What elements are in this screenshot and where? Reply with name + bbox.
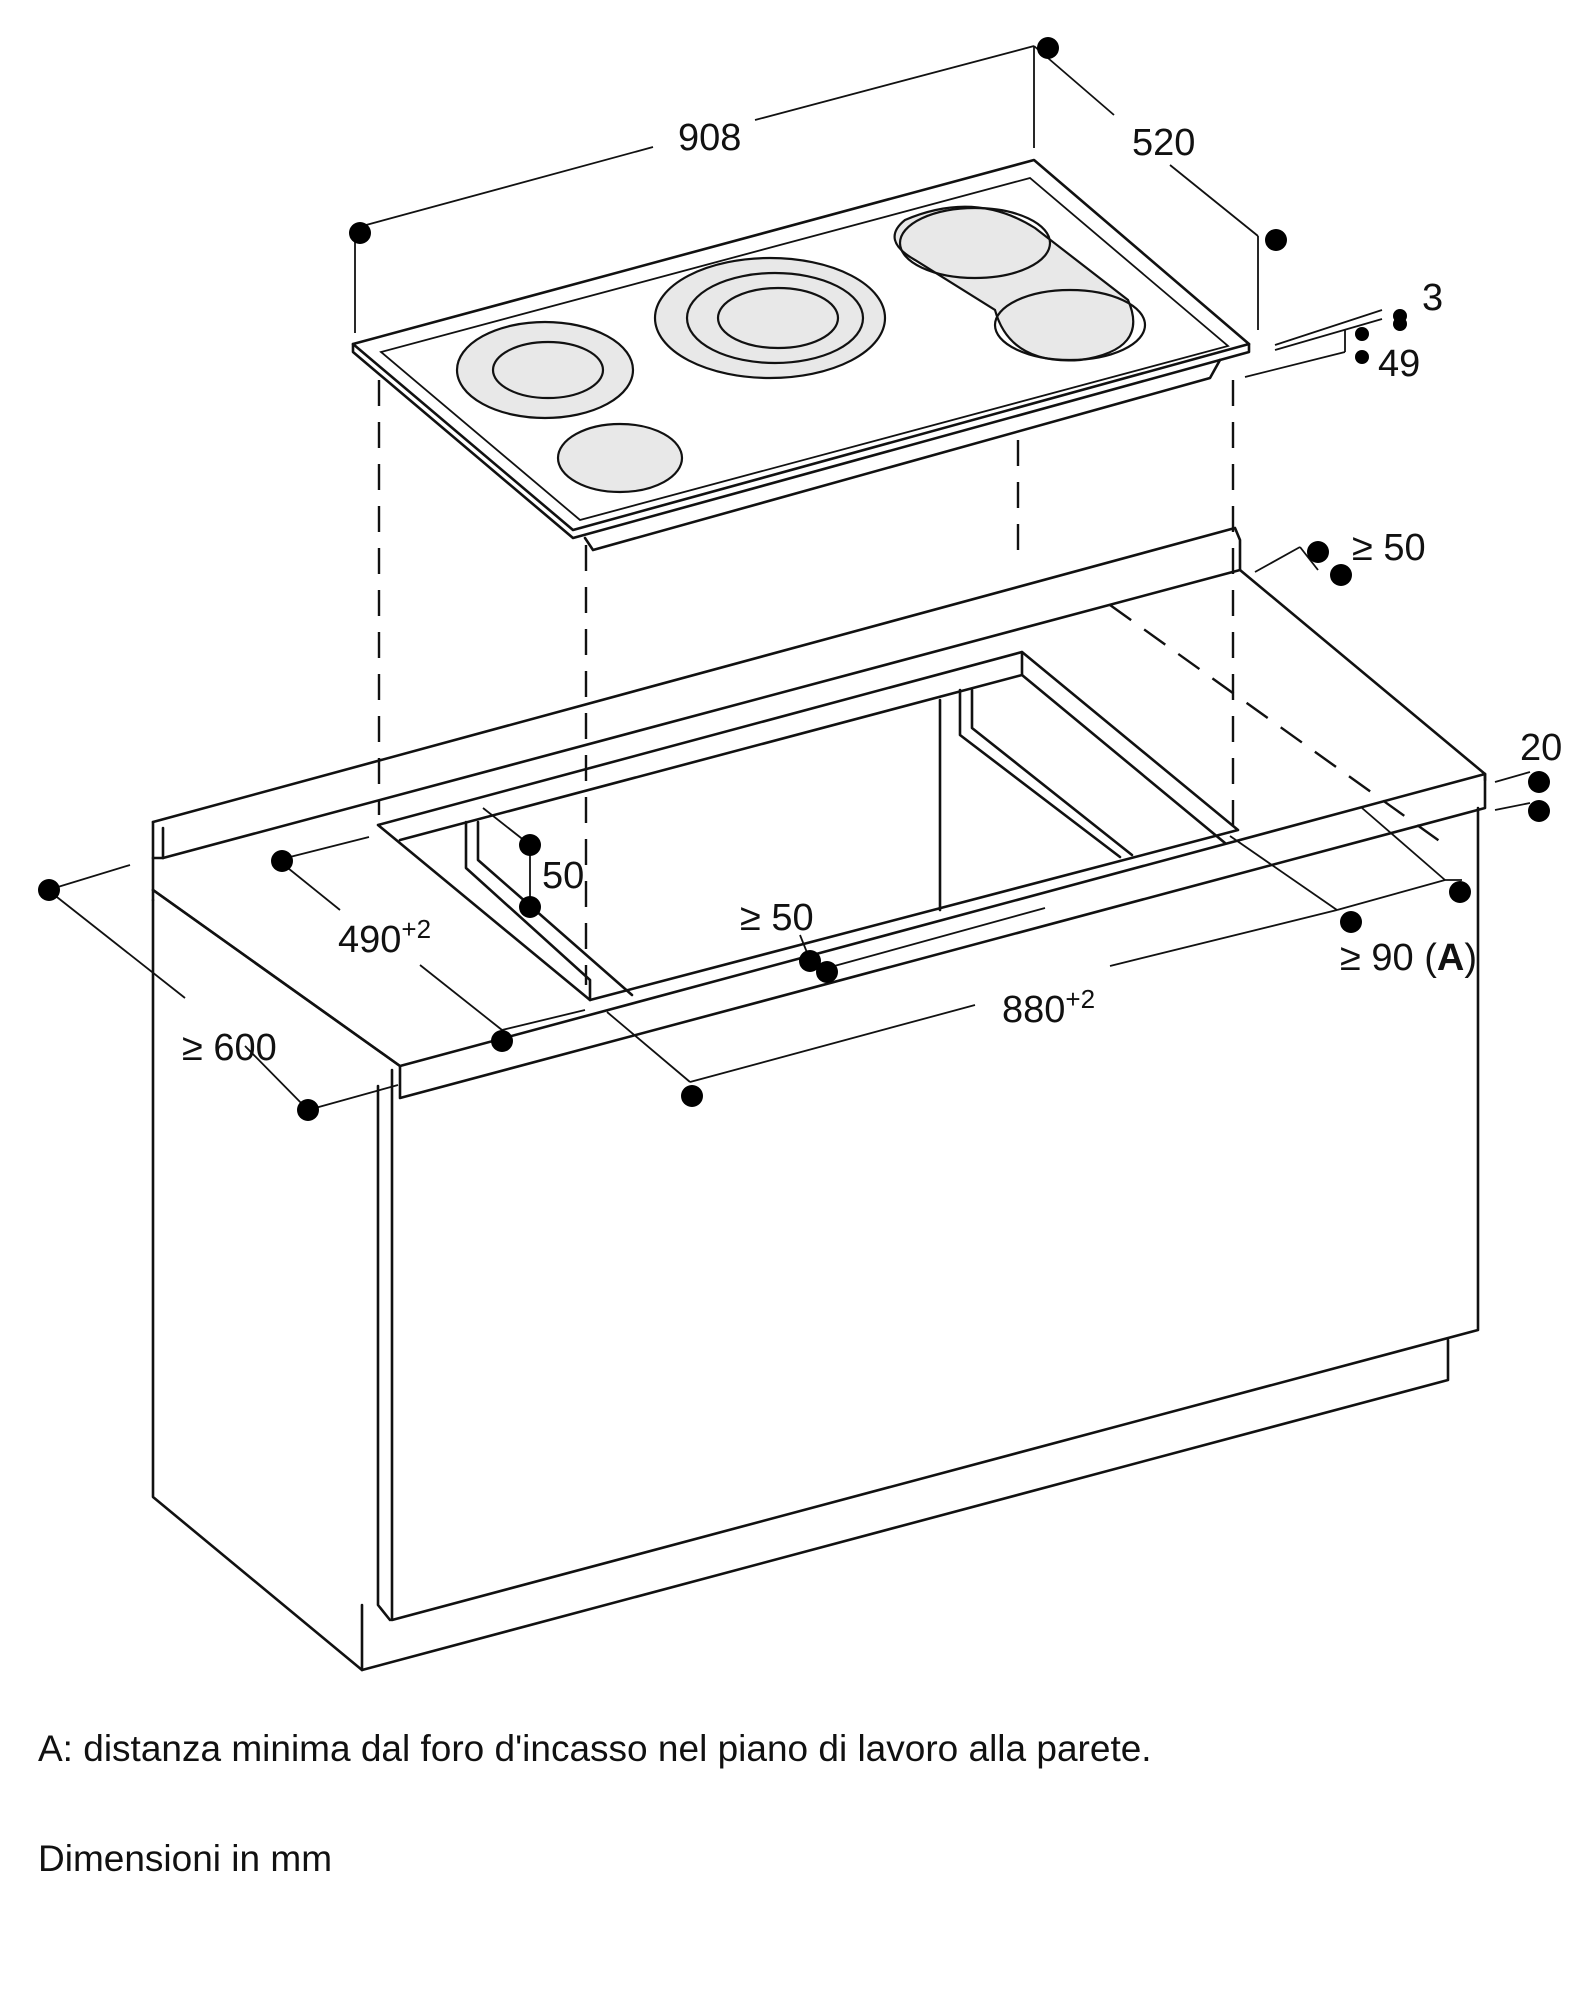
cabinet-plinth bbox=[360, 1338, 1450, 1672]
dimension-dot bbox=[271, 850, 293, 872]
dimension-dot bbox=[1355, 327, 1369, 341]
projection-lines bbox=[377, 380, 1446, 985]
cabinet bbox=[151, 526, 1487, 1672]
dimension-dot bbox=[349, 222, 371, 244]
hob-installation-diagram: 908 520 3 49 ≥ 50 20 ≥ 90 (A) 50 ≥ 50 49… bbox=[38, 37, 1562, 1672]
zone-oval-right bbox=[893, 205, 1147, 362]
worktop-upstand bbox=[151, 526, 1242, 824]
dimension-dot bbox=[1528, 771, 1550, 793]
label-front-gap: 50 bbox=[542, 855, 584, 897]
dimension-dot bbox=[38, 879, 60, 901]
cooktop-underframe bbox=[583, 358, 1222, 552]
dimension-lines bbox=[47, 45, 1531, 1111]
cabinet-side bbox=[151, 898, 364, 1672]
dimension-dot bbox=[1355, 350, 1369, 364]
label-hob-width: 908 bbox=[678, 117, 741, 159]
label-hob-depth: 520 bbox=[1132, 122, 1195, 164]
label-hob-height: 49 bbox=[1378, 343, 1420, 385]
cabinet-door bbox=[390, 806, 1480, 1622]
label-worktop-depth: ≥ 600 bbox=[182, 1027, 277, 1069]
dimension-dot bbox=[1528, 800, 1550, 822]
label-wall-distance: ≥ 90 (A) bbox=[1340, 937, 1477, 979]
cabinet-front-left bbox=[376, 1084, 392, 1622]
dimension-labels: 908 520 3 49 ≥ 50 20 ≥ 90 (A) 50 ≥ 50 49… bbox=[182, 117, 1562, 1069]
dimension-dot bbox=[681, 1085, 703, 1107]
dimension-dot bbox=[1449, 881, 1471, 903]
dimension-dot bbox=[1330, 564, 1352, 586]
dimension-dot bbox=[1393, 317, 1407, 331]
zone-small-front bbox=[556, 422, 684, 494]
dimension-dot bbox=[1265, 229, 1287, 251]
cooktop bbox=[351, 158, 1251, 552]
zone-center-triple bbox=[653, 256, 887, 380]
worktop-front bbox=[151, 772, 1487, 1100]
dimension-dot bbox=[816, 961, 838, 983]
dimension-dot bbox=[799, 950, 821, 972]
label-glass-thickness: 3 bbox=[1422, 277, 1443, 319]
units-note: Dimensioni in mm bbox=[38, 1838, 333, 1879]
cooktop-front-edge bbox=[351, 342, 1251, 540]
label-cutout-width: 880+2 bbox=[1002, 984, 1095, 1031]
dimension-dot bbox=[1340, 911, 1362, 933]
dimension-dot bbox=[519, 834, 541, 856]
label-worktop-thickness: 20 bbox=[1520, 727, 1562, 769]
cooktop-glass-inner bbox=[379, 177, 1230, 521]
label-cutout-depth: 490+2 bbox=[338, 914, 431, 961]
legend-note: A: distanza minima dal foro d'incasso ne… bbox=[38, 1728, 1152, 1769]
dimension-dot bbox=[491, 1030, 513, 1052]
dimension-dot bbox=[1307, 541, 1329, 563]
dimension-dot bbox=[297, 1099, 319, 1121]
zone-front-left bbox=[455, 320, 635, 420]
dimension-dots bbox=[38, 37, 1550, 1121]
dimension-dot bbox=[1037, 37, 1059, 59]
worktop-cutout bbox=[376, 650, 1240, 1002]
dimension-dot bbox=[519, 896, 541, 918]
label-side-clearance: ≥ 50 bbox=[740, 897, 814, 939]
label-rear-clearance: ≥ 50 bbox=[1352, 527, 1426, 569]
